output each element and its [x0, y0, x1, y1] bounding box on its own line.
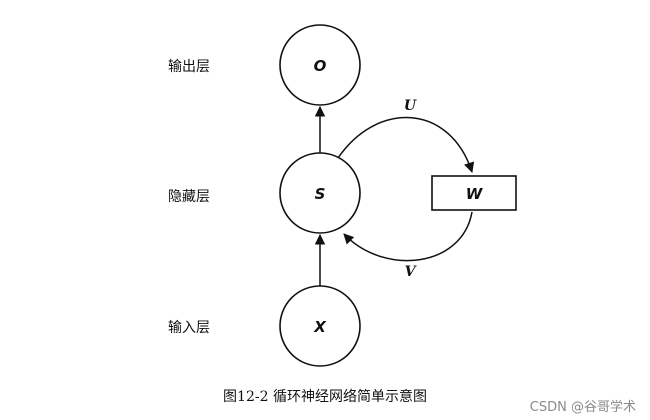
figure-caption: 图12-2 循环神经网络简单示意图 — [223, 389, 427, 405]
input-layer-label: 输入层 — [168, 320, 210, 336]
output-node-label: O — [314, 57, 327, 75]
input-node-label: X — [313, 318, 327, 336]
edge-label-u: U — [404, 98, 417, 114]
output-node: O — [279, 24, 361, 106]
weight-to-hidden-arrow — [343, 211, 473, 262]
weight-box: W — [431, 175, 517, 211]
input-node: X — [279, 285, 361, 367]
hidden-layer-label: 隐藏层 — [168, 189, 210, 205]
output-layer-label: 输出层 — [168, 59, 210, 75]
hidden-node-label: S — [315, 185, 326, 203]
watermark: CSDN @谷哥学术 — [529, 400, 636, 415]
edge-label-v: V — [405, 264, 418, 280]
hidden-node: S — [279, 152, 361, 234]
hidden-to-weight-arrow — [337, 116, 475, 173]
weight-box-label: W — [466, 185, 484, 203]
